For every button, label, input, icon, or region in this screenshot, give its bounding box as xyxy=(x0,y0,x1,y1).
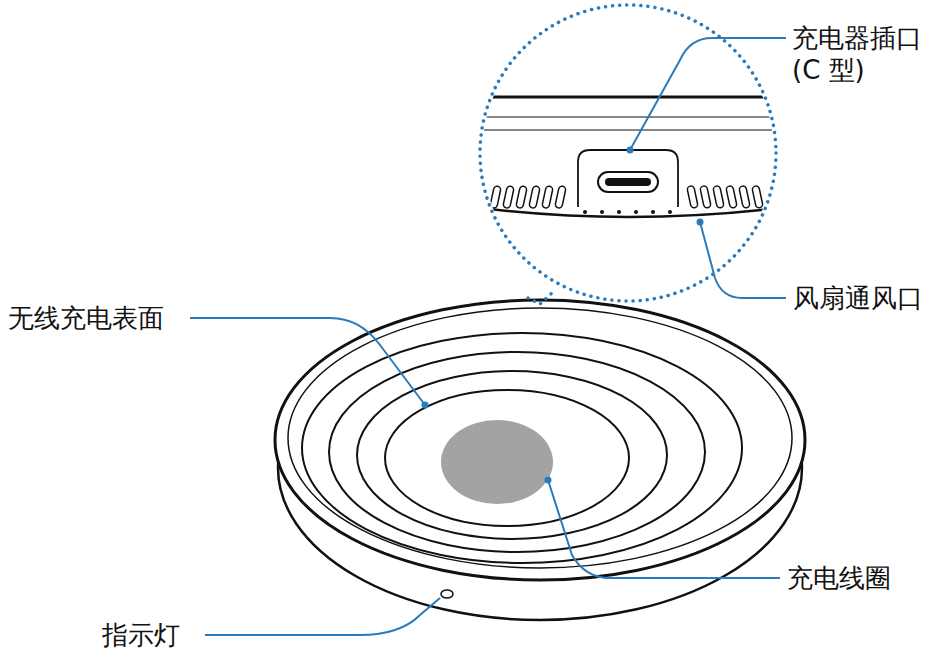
vent-hole xyxy=(634,210,638,214)
vent-slot xyxy=(713,185,724,208)
zoom-circle xyxy=(480,5,776,301)
coil-rings xyxy=(302,333,742,563)
callout-label: 风扇通风口 xyxy=(791,282,925,314)
vent-slot xyxy=(503,186,514,209)
vent-hole xyxy=(651,210,655,214)
vent-hole xyxy=(583,210,587,214)
vent-slot xyxy=(726,185,737,208)
vent-slot xyxy=(542,186,553,209)
vent-hole xyxy=(668,210,672,214)
leader-lines xyxy=(190,38,786,635)
callout-label: 充电器插口 (C 型) xyxy=(790,22,934,86)
charging-coil xyxy=(441,420,553,504)
charger-body xyxy=(275,300,805,620)
vent-slot xyxy=(752,185,763,208)
vent-slot xyxy=(490,186,501,209)
vent-hole xyxy=(600,210,604,214)
vent-slot xyxy=(739,185,750,208)
vent-slot xyxy=(700,185,711,208)
vent-slot xyxy=(516,186,527,209)
callout-label: 指示灯 xyxy=(100,619,182,651)
callout-label: 无线充电表面 xyxy=(6,302,166,334)
zoom-tail xyxy=(528,292,553,304)
callout-label: 充电线圈 xyxy=(785,562,893,594)
vent-slot xyxy=(555,186,566,209)
leader-dots xyxy=(422,147,704,484)
vent-hole xyxy=(617,210,621,214)
vent-slot xyxy=(529,186,540,209)
port-closeup xyxy=(470,0,790,320)
vent-slot xyxy=(687,185,698,208)
indicator-light xyxy=(441,590,453,598)
